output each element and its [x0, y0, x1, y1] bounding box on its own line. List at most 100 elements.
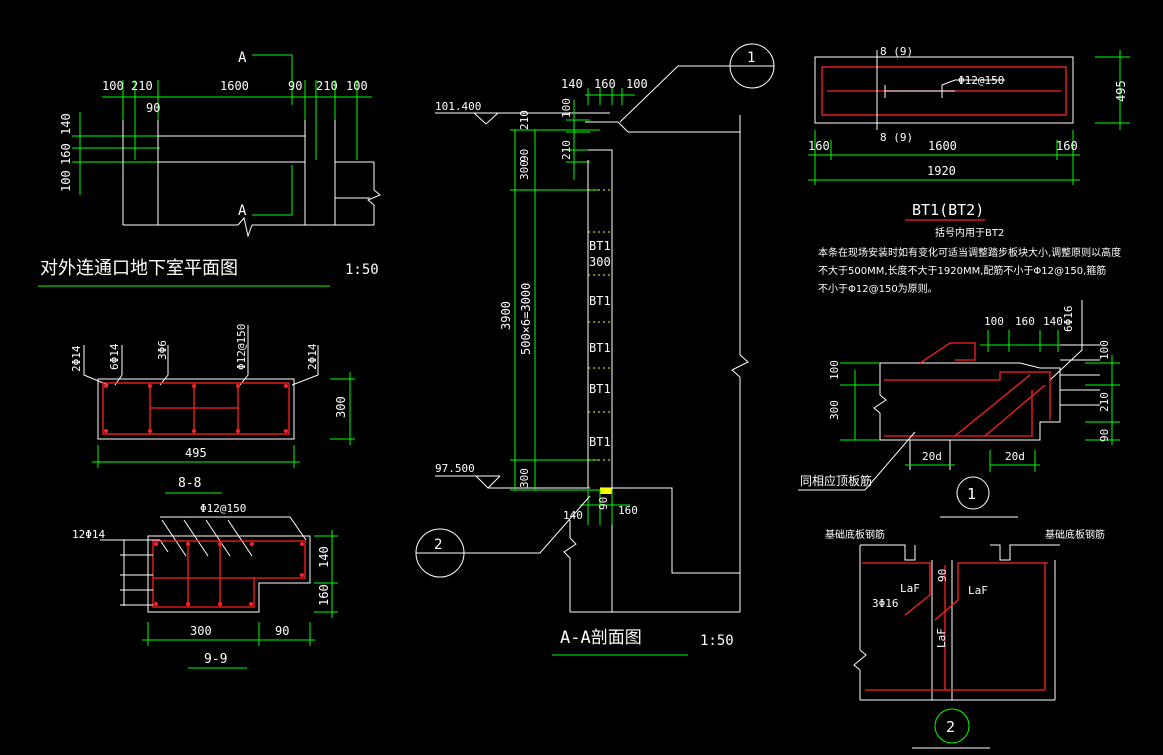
dim-top-4: 90 — [288, 79, 302, 93]
dim-top-6: 100 — [346, 79, 368, 93]
aa-foot-90: 90 — [597, 497, 610, 510]
section-8-8: 2Φ14 6Φ14 3Φ6 Φ12@150 2Φ14 300 — [70, 324, 355, 494]
beam-outline-8-8 — [97, 378, 295, 440]
d1-mark: 1 — [967, 485, 976, 503]
d1-dim-left-300: 300 — [828, 400, 841, 420]
dim-300-9-9: 300 — [190, 624, 212, 638]
section-9-9: 12Φ14 Φ12@150 140 160 300 90 9-9 — [72, 502, 338, 669]
bt1-label-1: BT1 — [589, 239, 611, 253]
beam-outline-9-9 — [147, 535, 311, 613]
label-2phi14-right: 2Φ14 — [306, 343, 319, 370]
dim-left-2: 160 — [59, 143, 73, 165]
aa-total-height: 3900 — [499, 301, 513, 330]
bt1-label-2: BT1 — [589, 294, 611, 308]
bt1-dim-160-right: 160 — [1056, 139, 1078, 153]
d1-dim-right-90: 90 — [1098, 429, 1111, 442]
bt1-base — [600, 488, 612, 494]
plan-walls — [122, 120, 381, 238]
title-9-9: 9-9 — [204, 652, 227, 667]
d2-label-right: 基础底板钢筋 — [1045, 528, 1105, 541]
d1-dim-100: 100 — [984, 315, 1004, 328]
bt1-label-4: BT1 — [589, 382, 611, 396]
label-12phi14: 12Φ14 — [72, 528, 105, 541]
bt1-dim-1600: 1600 — [928, 139, 957, 153]
bt1-note-2: 本条在现场安装时如有变化可适当调整踏步板块大小,调整原则以高度 — [818, 246, 1121, 259]
label-stirrup-9-9: Φ12@150 — [200, 502, 246, 515]
d2-rebar — [862, 562, 1048, 691]
d1-mark-circle — [956, 476, 990, 510]
section-line-top — [252, 54, 293, 105]
label-2phi14-left: 2Φ14 — [70, 345, 83, 372]
bt1-label-top: 8 (9) — [880, 45, 913, 58]
dim-top-5: 210 — [316, 79, 338, 93]
title-8-8: 8-8 — [178, 476, 201, 491]
bt1-label-5: BT1 — [589, 435, 611, 449]
bt1-title: BT1(BT2) — [912, 201, 984, 219]
callout-2-text: 2 — [434, 537, 442, 553]
callout-2-leader — [464, 495, 591, 554]
d1-dim-left-100: 100 — [828, 360, 841, 380]
bt1-outline — [814, 56, 1074, 124]
d1-note: 同相应顶板筋 — [800, 473, 872, 488]
bt1-detail: 8 (9) 8 (9) Φ12@150 160 1600 160 1920 49… — [808, 45, 1130, 295]
d2-label-left: 基础底板钢筋 — [825, 528, 885, 541]
dim-top-2: 210 — [131, 79, 153, 93]
rebar-dots-8-8 — [104, 384, 288, 433]
bt1-stack: BT1 300 BT1 BT1 BT1 BT1 — [587, 160, 612, 494]
elev-bottom: 97.500 — [435, 462, 475, 475]
aa-side-90: 90 — [518, 149, 531, 162]
bt1-label-bottom: 8 (9) — [880, 131, 913, 144]
d2-laf-3: LaF — [935, 628, 948, 648]
bt1-dim-total: 1920 — [927, 164, 956, 178]
aa-scale: 1:50 — [700, 633, 734, 649]
dim-160-9-9: 160 — [317, 584, 331, 606]
callout-1-text: 1 — [747, 50, 755, 66]
d2-bar-label: 3Φ16 — [872, 597, 899, 610]
d1-rebar — [884, 342, 1051, 437]
dim-140-9-9: 140 — [317, 546, 331, 568]
d2-laf-2: LaF — [968, 584, 988, 597]
section-mark-bottom: A — [238, 203, 247, 219]
d1-dim-140: 140 — [1043, 315, 1063, 328]
section-mark-top: A — [238, 50, 247, 66]
dim-top-1: 100 — [102, 79, 124, 93]
aa-foot-160: 160 — [618, 504, 638, 517]
d1-anchor-right: 20d — [1005, 450, 1025, 463]
elev-top: 101.400 — [435, 100, 481, 113]
bt1-step-300: 300 — [589, 255, 611, 269]
d1-label-6phi16: 6Φ16 — [1062, 306, 1075, 333]
label-phi12: Φ12@150 — [235, 324, 248, 370]
d1-dim-right-100: 100 — [1098, 340, 1111, 360]
label-3phi6: 3Φ6 — [156, 340, 169, 360]
detail-2: 基础底板钢筋 基础底板钢筋 90 3Φ16 LaF LaF LaF 2 — [825, 528, 1105, 749]
aa-steps-bottom: 300 — [518, 468, 531, 488]
d2-laf-1: LaF — [900, 582, 920, 595]
d2-dim-90: 90 — [936, 569, 949, 582]
detail-1: 100 160 140 6Φ16 100 300 — [798, 300, 1120, 518]
plan-scale: 1:50 — [345, 262, 379, 278]
dim-90-9-9: 90 — [275, 624, 289, 638]
aa-side-300: 300 — [518, 160, 531, 180]
bt1-note-3: 不大于500MM,长度不大于1920MM,配筋不小于Φ12@150,箍筋 — [818, 264, 1106, 277]
aa-dim-top-2: 160 — [594, 77, 616, 91]
aa-side-210: 210 — [518, 110, 531, 130]
dim-left-1: 140 — [59, 113, 73, 135]
aa-title: A-A剖面图 — [560, 628, 642, 648]
basement-plan: A A 100 210 1600 90 210 100 90 140 160 1… — [38, 50, 381, 287]
dim-height-8-8: 300 — [334, 396, 348, 418]
aa-side-100: 100 — [560, 98, 573, 118]
aa-side-210b: 210 — [560, 140, 573, 160]
rebar-dots-9-9 — [154, 542, 304, 606]
bt1-dim-160-left: 160 — [808, 139, 830, 153]
d1-concrete — [873, 362, 1061, 470]
bt1-note-4: 不小于Φ12@150为原则。 — [818, 282, 938, 295]
label-6phi14: 6Φ14 — [108, 343, 121, 370]
dim-left-3: 100 — [59, 170, 73, 192]
aa-step-height: 500×6=3000 — [519, 283, 533, 355]
section-line-bottom — [252, 165, 293, 216]
dim-90: 90 — [146, 101, 160, 115]
plan-title: 对外连通口地下室平面图 — [40, 258, 238, 279]
bt1-label-3: BT1 — [589, 341, 611, 355]
bt1-rebar — [821, 66, 1067, 116]
